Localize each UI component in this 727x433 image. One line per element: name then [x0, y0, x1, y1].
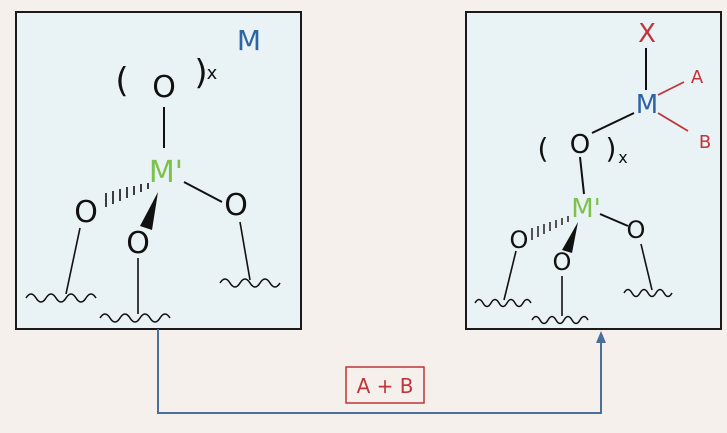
- right-bond-o3-surface: [640, 243, 653, 291]
- right-ligand-b: B: [699, 132, 711, 153]
- left-wedge-bond: [140, 192, 158, 230]
- left-surface-2: [99, 313, 171, 323]
- right-hashed-bond: [531, 216, 569, 240]
- right-panel: [465, 11, 722, 330]
- left-surface-3: [219, 278, 281, 288]
- left-surface-1: [25, 293, 97, 303]
- right-ligand-a: A: [691, 67, 704, 88]
- left-oxygen-1: O: [74, 195, 98, 230]
- left-oxygen-2: O: [126, 226, 150, 261]
- right-bond-m-b: [657, 112, 689, 132]
- right-oxygen-3: O: [627, 216, 646, 244]
- right-surface-1: [474, 298, 532, 308]
- right-wedge-bond: [562, 222, 578, 253]
- left-hashed-bond: [105, 183, 149, 207]
- right-oxygen-2: O: [553, 248, 572, 276]
- right-bond-o-mprime: [579, 156, 585, 195]
- left-panel: [15, 11, 302, 330]
- left-bridging-oxygen: O: [152, 70, 176, 105]
- left-structure: M ( O ) x M' O O O: [25, 24, 281, 323]
- right-bond-mprime-o-right: [599, 213, 629, 227]
- left-bond-o3-surface: [239, 221, 251, 281]
- left-subscript-x: x: [207, 63, 218, 84]
- reaction-arrowhead: [596, 331, 606, 343]
- left-bond-mprime-o-right: [183, 181, 223, 203]
- left-paren-close: ): [194, 53, 207, 93]
- reagent-label: A + B: [357, 374, 414, 398]
- right-ligand-x: X: [638, 19, 656, 49]
- reagent-box: [345, 366, 425, 404]
- right-structure: X A B M ( O ) x M' O O O: [474, 19, 711, 325]
- right-bridging-oxygen: O: [570, 130, 590, 160]
- right-metal-m: M: [636, 90, 658, 120]
- left-bond-o1-surface: [65, 227, 81, 295]
- left-oxygen-3: O: [224, 188, 248, 223]
- reaction-arrow: [157, 329, 602, 414]
- right-surface-3: [623, 288, 673, 298]
- right-bond-o1-surface: [503, 250, 517, 301]
- right-surface-2: [531, 315, 589, 325]
- right-bond-m-a: [657, 81, 685, 96]
- right-subscript-x: x: [618, 148, 627, 167]
- left-central-metal: M': [149, 155, 183, 190]
- right-bond-m-o: [591, 112, 635, 134]
- left-metal-m: M: [237, 24, 261, 57]
- left-paren-open: (: [115, 61, 128, 101]
- right-paren-close: ): [606, 132, 617, 165]
- right-paren-open: (: [538, 132, 549, 165]
- right-oxygen-1: O: [510, 226, 529, 254]
- right-central-metal: M': [571, 194, 601, 224]
